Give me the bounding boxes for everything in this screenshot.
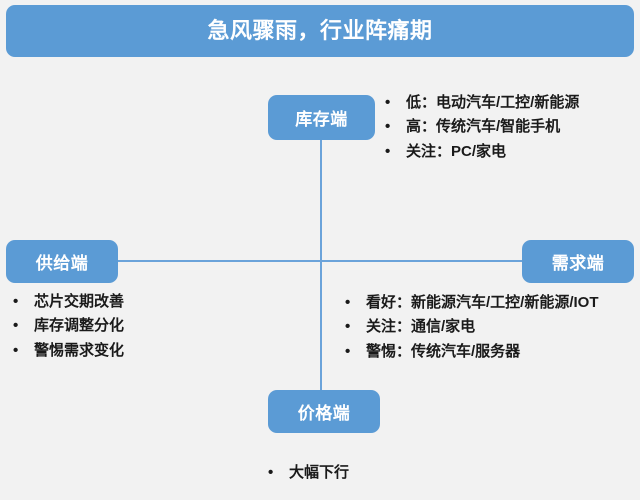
connector-vertical-bottom <box>320 261 322 391</box>
bullet-item: • 关注：PC/家电 <box>383 140 633 163</box>
node-demand-label: 需求端 <box>551 254 605 273</box>
bullet-item-label: 关注：PC/家电 <box>406 142 507 160</box>
bullet-item: • 库存调整分化 <box>11 314 221 337</box>
bullet-marker-icon: • <box>385 142 391 160</box>
bullet-list-demand: • 看好：新能源汽车/工控/新能源/IOT • 关注：通信/家电 • 警惕：传统汽车/服务… <box>343 291 633 364</box>
bullet-list-inventory-items: • 低：电动汽车/工控/新能源 • 高：传统汽车/智能手机 • 关注：PC/家电 <box>383 91 633 163</box>
connector-horizontal <box>118 260 523 262</box>
bullet-item-label: 看好：新能源汽车/工控/新能源/IOT <box>366 294 599 311</box>
node-inventory[interactable]: 库存端 <box>268 95 375 140</box>
bullet-list-price: • 大幅下行 <box>266 461 466 485</box>
bullet-marker-icon: • <box>13 317 19 335</box>
bullet-marker-icon: • <box>345 318 351 336</box>
bullet-item-label: 关注：通信/家电 <box>366 318 476 336</box>
bullet-item: • 关注：通信/家电 <box>343 315 633 338</box>
bullet-item: • 警惕：传统汽车/服务器 <box>343 340 633 363</box>
bullet-list-supply-items: • 芯片交期改善 • 库存调整分化 • 警惕需求变化 <box>11 290 221 362</box>
bullet-item: • 低：电动汽车/工控/新能源 <box>383 91 633 114</box>
bullet-marker-icon: • <box>13 293 19 310</box>
bullet-marker-icon: • <box>13 341 19 359</box>
bullet-list-demand-items: • 看好：新能源汽车/工控/新能源/IOT • 关注：通信/家电 • 警惕：传统汽车/服务… <box>343 291 633 363</box>
bullet-marker-icon: • <box>385 118 391 136</box>
node-price-label: 价格端 <box>297 404 351 423</box>
bullet-item-label: 高：传统汽车/智能手机 <box>406 118 561 136</box>
bullet-marker-icon: • <box>345 294 351 311</box>
bullet-item: • 芯片交期改善 <box>11 290 221 313</box>
node-supply-label: 供给端 <box>35 254 89 273</box>
bullet-item: • 看好：新能源汽车/工控/新能源/IOT <box>343 291 633 314</box>
bullet-list-supply: • 芯片交期改善 • 库存调整分化 • 警惕需求变化 <box>11 290 221 363</box>
bullet-item-label: 芯片交期改善 <box>34 293 125 310</box>
bullet-marker-icon: • <box>385 94 391 111</box>
bullet-item-label: 大幅下行 <box>289 464 350 481</box>
bullet-list-inventory: • 低：电动汽车/工控/新能源 • 高：传统汽车/智能手机 • 关注：PC/家电 <box>383 91 633 164</box>
page-title: 急风骤雨，行业阵痛期 <box>207 18 433 43</box>
node-price[interactable]: 价格端 <box>268 390 380 433</box>
bullet-item: • 警惕需求变化 <box>11 339 221 362</box>
bullet-item-label: 警惕：传统汽车/服务器 <box>366 342 521 360</box>
bullet-marker-icon: • <box>268 464 274 481</box>
bullet-item-label: 低：电动汽车/工控/新能源 <box>406 94 580 111</box>
title-banner: 急风骤雨，行业阵痛期 <box>6 5 634 57</box>
bullet-item: • 大幅下行 <box>266 461 466 484</box>
node-inventory-label: 库存端 <box>295 110 348 129</box>
bullet-item-label: 库存调整分化 <box>34 317 125 335</box>
node-demand[interactable]: 需求端 <box>522 240 634 283</box>
connector-vertical-top <box>320 140 322 262</box>
node-supply[interactable]: 供给端 <box>6 240 118 283</box>
bullet-marker-icon: • <box>345 342 351 360</box>
bullet-list-price-items: • 大幅下行 <box>266 461 466 484</box>
bullet-item: • 高：传统汽车/智能手机 <box>383 115 633 138</box>
bullet-item-label: 警惕需求变化 <box>34 341 125 359</box>
